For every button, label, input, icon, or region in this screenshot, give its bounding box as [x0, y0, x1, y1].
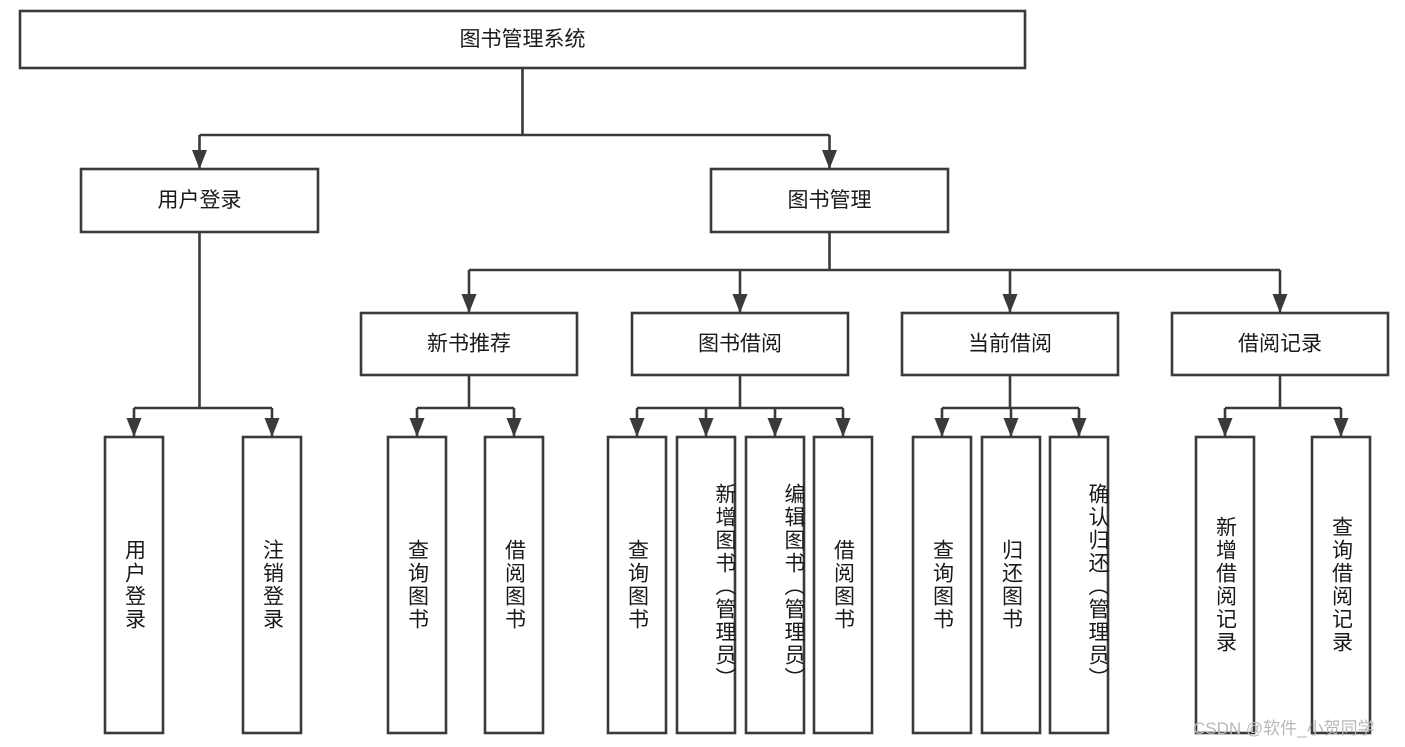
level2-node-2[interactable] — [900, 311, 1120, 377]
leaf-node-7[interactable] — [812, 435, 874, 735]
level1-node-rect[interactable] — [709, 167, 950, 234]
leaf-node-rect[interactable] — [675, 435, 737, 735]
leaf-node-rect[interactable] — [606, 435, 668, 735]
arrow-head-icon — [1217, 418, 1233, 437]
arrow-head-icon — [698, 418, 714, 437]
leaf-node-0[interactable] — [103, 435, 165, 735]
arrow-head-icon — [126, 418, 142, 437]
arrow-head-icon — [1272, 294, 1288, 313]
level1-node-label-0: 用户登录 — [158, 189, 242, 212]
leaf-node-rect[interactable] — [386, 435, 448, 735]
level2-node-label-2: 当前借阅 — [968, 333, 1052, 356]
level2-node-rect[interactable] — [359, 311, 579, 377]
leaf-node-9[interactable] — [980, 435, 1042, 735]
level2-node-1[interactable] — [630, 311, 850, 377]
level1-node-1[interactable] — [709, 167, 950, 234]
arrow-head-icon — [934, 418, 950, 437]
arrow-head-icon — [506, 418, 522, 437]
leaf-node-rect[interactable] — [980, 435, 1042, 735]
arrow-head-icon — [192, 150, 207, 169]
level2-node-3[interactable] — [1170, 311, 1390, 377]
level2-node-rect[interactable] — [1170, 311, 1390, 377]
boxes-layer — [18, 9, 1390, 735]
leaf-node-1[interactable] — [241, 435, 303, 735]
arrow-head-icon — [835, 418, 851, 437]
leaf-node-rect[interactable] — [1310, 435, 1372, 735]
leaf-node-6[interactable] — [744, 435, 806, 735]
watermark: CSDN @软件_小贺同学 — [1193, 719, 1375, 738]
level1-node-rect[interactable] — [79, 167, 320, 234]
level2-node-label-1: 图书借阅 — [698, 333, 782, 356]
level1-node-0[interactable] — [79, 167, 320, 234]
root-node-rect[interactable] — [18, 9, 1027, 70]
level2-node-label-0: 新书推荐 — [427, 333, 511, 356]
leaf-node-rect[interactable] — [744, 435, 806, 735]
leaf-node-rect[interactable] — [1048, 435, 1110, 735]
level2-node-label-3: 借阅记录 — [1238, 333, 1322, 356]
leaf-node-10[interactable] — [1048, 435, 1110, 735]
arrow-head-icon — [629, 418, 645, 437]
leaf-node-rect[interactable] — [812, 435, 874, 735]
level2-node-0[interactable] — [359, 311, 579, 377]
leaf-node-11[interactable] — [1194, 435, 1256, 735]
level2-node-rect[interactable] — [630, 311, 850, 377]
arrow-head-icon — [767, 418, 783, 437]
connectors-layer — [126, 68, 1349, 437]
leaf-node-rect[interactable] — [911, 435, 973, 735]
level2-node-rect[interactable] — [900, 311, 1120, 377]
leaf-node-rect[interactable] — [241, 435, 303, 735]
arrow-head-icon — [732, 294, 748, 313]
leaf-node-rect[interactable] — [103, 435, 165, 735]
leaf-node-8[interactable] — [911, 435, 973, 735]
arrow-head-icon — [264, 418, 280, 437]
leaf-node-rect[interactable] — [483, 435, 545, 735]
arrow-head-icon — [1002, 294, 1018, 313]
leaf-node-12[interactable] — [1310, 435, 1372, 735]
arrow-head-icon — [1003, 418, 1019, 437]
arrow-head-icon — [461, 294, 477, 313]
arrow-head-icon — [822, 150, 837, 169]
leaf-node-3[interactable] — [483, 435, 545, 735]
leaf-node-5[interactable] — [675, 435, 737, 735]
leaf-node-rect[interactable] — [1194, 435, 1256, 735]
leaf-node-2[interactable] — [386, 435, 448, 735]
arrow-head-icon — [409, 418, 425, 437]
root-node[interactable] — [18, 9, 1027, 70]
arrow-head-icon — [1071, 418, 1087, 437]
level1-node-label-1: 图书管理 — [788, 189, 872, 212]
arrow-head-icon — [1333, 418, 1349, 437]
leaf-node-4[interactable] — [606, 435, 668, 735]
root-node-label: 图书管理系统 — [460, 28, 586, 51]
